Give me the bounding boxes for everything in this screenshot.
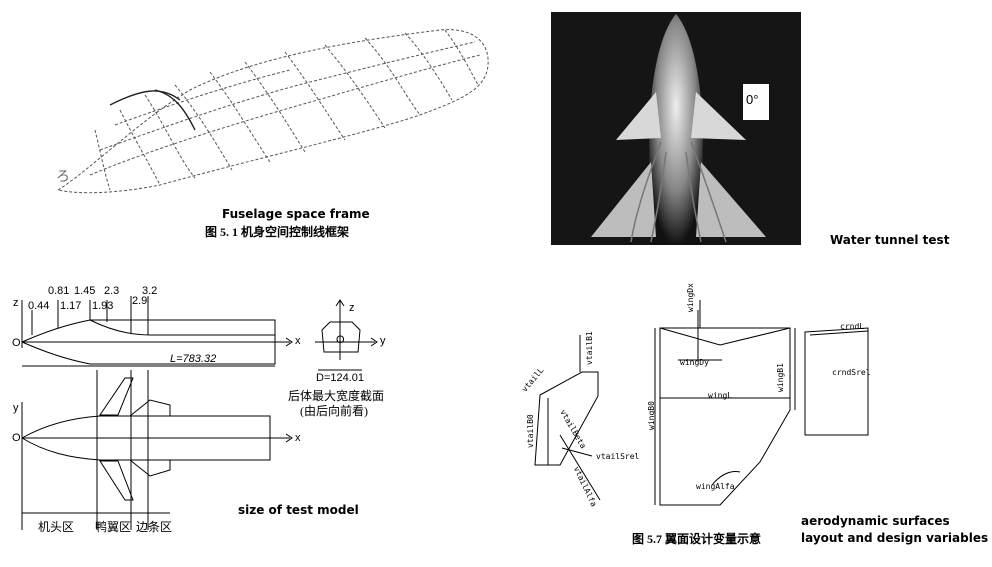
dim-2-9: 2.9 — [132, 295, 148, 307]
fuselage-mark: ろ — [56, 168, 70, 184]
label-crndL: crndL — [840, 322, 865, 331]
axis-y-label: y — [13, 402, 19, 414]
angle-of-attack-label: 0° — [746, 92, 759, 107]
fuselage-caption-cn: 图 5. 1 机身空间控制线框架 — [205, 225, 350, 239]
dim-1-45: 1.45 — [74, 285, 96, 297]
label-crndSrel: crndSrel — [832, 368, 871, 377]
section-axis-z: z — [349, 302, 355, 314]
zone-canard: 鸭翼区 — [95, 520, 132, 534]
label-wingDx: wingDx — [686, 283, 695, 312]
section-note-2: (由后向前看) — [300, 404, 368, 418]
section-origin: O — [336, 334, 345, 346]
aircraft-silhouette — [551, 12, 801, 245]
label-wingDy: wingDy — [680, 358, 709, 367]
axis-x-front-label: x — [295, 432, 301, 444]
dim-0-44: 0.44 — [28, 300, 50, 312]
aero-caption-en-2: layout and design variables — [801, 531, 989, 545]
origin-front-label: O — [12, 432, 21, 444]
diameter-label: D=124.01 — [316, 372, 365, 384]
axis-x-top-label: x — [295, 335, 301, 347]
water-tunnel-photo: 0° — [551, 12, 801, 245]
zone-strake: 边条区 — [136, 520, 173, 534]
aero-caption-en-1: aerodynamic surfaces — [801, 514, 950, 528]
label-wingB0: wingB0 — [647, 401, 656, 430]
label-vtailSrel: vtailSrel — [596, 452, 640, 461]
label-wingL: wingL — [708, 391, 733, 400]
length-label: L=783.32 — [170, 353, 217, 365]
label-vtailB0: vtailB0 — [526, 414, 535, 448]
zone-nose: 机头区 — [38, 520, 75, 534]
label-vtailB1: vtailB1 — [585, 331, 594, 365]
section-axis-y: y — [380, 335, 386, 347]
aero-caption-cn: 图 5.7 翼面设计变量示意 — [632, 532, 762, 546]
dim-0-81: 0.81 — [48, 285, 70, 297]
water-tunnel-caption: Water tunnel test — [830, 233, 950, 247]
origin-top-label: O — [12, 337, 21, 349]
label-wingB1: wingB1 — [776, 363, 785, 392]
label-wingAlfa: wingAlfa — [696, 482, 735, 491]
test-model-caption: size of test model — [238, 503, 359, 517]
dim-1-93: 1.93 — [92, 300, 114, 312]
dim-3-2: 3.2 — [142, 285, 158, 297]
section-note-1: 后体最大宽度截面 — [288, 389, 385, 403]
fuselage-caption-en: Fuselage space frame — [222, 207, 370, 221]
dim-1-17: 1.17 — [60, 300, 82, 312]
dim-2-3: 2.3 — [104, 285, 120, 297]
axis-z-label: z — [13, 297, 19, 309]
